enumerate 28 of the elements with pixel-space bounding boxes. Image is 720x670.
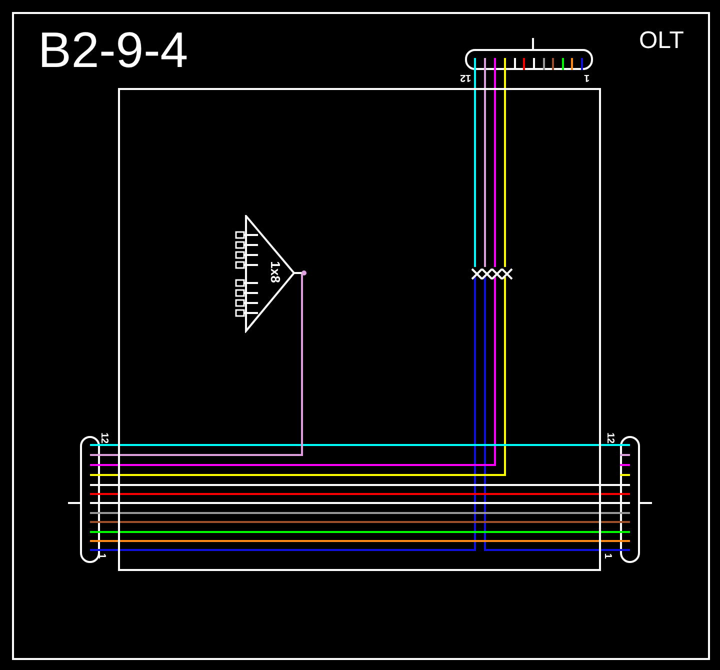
splice-mark <box>492 269 502 279</box>
diagram-title: B2-9-4 <box>38 22 188 78</box>
fiber-line <box>484 277 620 551</box>
fiber-line <box>100 531 620 533</box>
fiber-number: 12 <box>460 72 472 82</box>
enclosure-outline <box>118 88 601 571</box>
equipment-label: OLT <box>639 28 684 54</box>
fiber-line <box>100 540 620 542</box>
splitter-ratio-label: 1x8 <box>268 261 282 283</box>
fiber-line <box>100 521 620 523</box>
splice-mark <box>482 269 492 279</box>
fiber-number: 12 <box>98 432 109 444</box>
fiber-line <box>100 512 620 514</box>
fiber-line <box>504 70 506 267</box>
fiber-line <box>484 70 486 267</box>
splice-mark <box>472 269 482 279</box>
fiber-line <box>100 502 620 504</box>
fiber-line <box>100 493 620 495</box>
splice-mark <box>502 269 512 279</box>
fiber-number: 12 <box>604 432 615 444</box>
fiber-line <box>100 277 476 551</box>
fiber-line <box>494 70 496 267</box>
fiber-line <box>100 484 620 486</box>
fiber-line <box>100 444 620 446</box>
fiber-number: 1 <box>602 553 612 559</box>
fiber-line <box>474 70 476 267</box>
fiber-number: 1 <box>584 72 590 82</box>
fiber-line <box>100 274 303 456</box>
